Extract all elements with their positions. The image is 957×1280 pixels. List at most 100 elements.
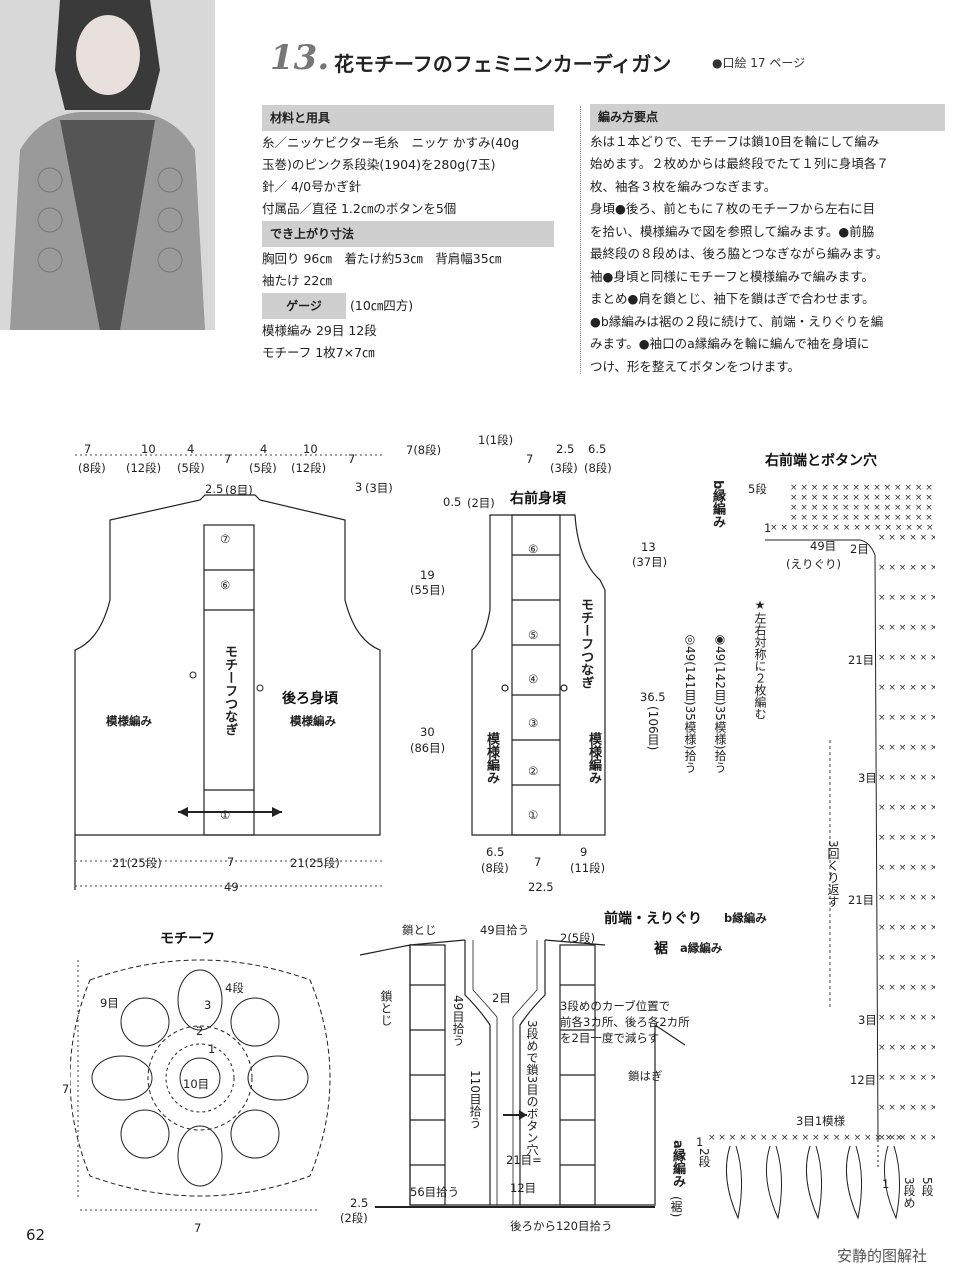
svg-text:× × × × × ×: × × × × × × bbox=[878, 623, 935, 633]
needle-line: 針／ 4/0号かぎ針 bbox=[262, 179, 362, 194]
pattern-number: 13. bbox=[270, 38, 330, 78]
edge-stitch-chart: × × × × × × × × × × × × × × × × × × × × … bbox=[765, 483, 935, 1170]
motif-num: ⑥ bbox=[528, 542, 539, 556]
motif-size-v: 7 bbox=[62, 1082, 70, 1096]
svg-text:× × × × × ×: × × × × × × bbox=[878, 683, 935, 693]
edging-label: 110目拾う bbox=[468, 1070, 482, 1129]
edging-label: 21目= bbox=[506, 1153, 542, 1167]
front-top-dim: 1(1段) bbox=[478, 433, 514, 447]
svg-text:× × × × × × × × × × × × × × ×: × × × × × × × × × × × × × × × × bbox=[790, 513, 935, 523]
motif-num: ③ bbox=[528, 716, 539, 730]
edging-label: を2目一度で減らす bbox=[560, 1031, 660, 1045]
motif-label: 1 bbox=[208, 1042, 216, 1056]
finished-line-2: 袖たけ 22㎝ bbox=[262, 273, 332, 288]
back-dim-top: 4 bbox=[187, 442, 195, 456]
page-reference: ●口絵 17 ページ bbox=[712, 56, 806, 70]
motif-label: 10目 bbox=[183, 1077, 210, 1091]
edging-label: 49目拾う bbox=[451, 995, 465, 1047]
svg-text:× × × × × ×: × × × × × × bbox=[878, 1013, 935, 1023]
chart-title: 右前端とボタン穴 bbox=[765, 453, 877, 469]
back-bottom-left: 21(25段) bbox=[112, 856, 162, 870]
svg-text:× × × × × × × × × × × × × × ×: × × × × × × × × × × × × × × × × × × bbox=[770, 523, 935, 533]
method-line: 袖●身頃と同様にモチーフと模様編みで編みます。 bbox=[590, 268, 874, 284]
edging-title2b: a縁編み bbox=[680, 941, 723, 955]
motif-size-h: 7 bbox=[194, 1221, 202, 1235]
motif-label: 9目 bbox=[100, 996, 119, 1010]
chart-a-bottom: 3段め bbox=[902, 1177, 916, 1209]
gauge-note: (10㎝四方) bbox=[349, 298, 414, 313]
motif-label: 2 bbox=[196, 1024, 204, 1038]
back-armhole-rows: (55目) bbox=[410, 583, 446, 597]
back-dim-top: 7 bbox=[84, 442, 92, 456]
chart-a-row: 2段 bbox=[697, 1148, 711, 1168]
back-neck-rows: (8目) bbox=[225, 483, 253, 497]
front-bottom: 6.5 bbox=[486, 845, 505, 859]
method-line: 枚、袖各３枚を編みつなぎます。 bbox=[590, 178, 777, 194]
back-dim-top: 7 bbox=[224, 452, 232, 466]
front-title: 右前身頃 bbox=[510, 491, 566, 507]
method-section: 編み方要点 糸は１本どりで、モチーフは鎖10目を輪にして編み 始めます。２枚めか… bbox=[590, 104, 945, 378]
motif-num: ④ bbox=[528, 672, 539, 686]
chart-a-sub: (裾) bbox=[669, 1196, 683, 1218]
method-heading: 編み方要点 bbox=[590, 104, 945, 131]
method-line: まとめ●肩を鎖とじ、袖下を鎖はぎで合わせます。 bbox=[590, 291, 875, 306]
back-dim-top: (5段) bbox=[249, 461, 277, 475]
back-shoulder-rows: (3目) bbox=[365, 481, 393, 495]
svg-text:× × × × × ×: × × × × × × bbox=[878, 713, 935, 723]
svg-text:× × × × × ×: × × × × × × bbox=[878, 1103, 935, 1113]
edging-outline bbox=[359, 939, 686, 1208]
svg-text:× × × × × ×: × × × × × × bbox=[878, 1073, 935, 1083]
column-divider bbox=[580, 106, 581, 374]
front-h2-rows: (106目) bbox=[646, 706, 660, 751]
front-bottom: (8段) bbox=[481, 861, 509, 875]
chart-count: 3目 bbox=[858, 1013, 877, 1027]
chart-bottom-label: 3目1模様 bbox=[796, 1114, 846, 1128]
edging-title2: 裾 bbox=[654, 941, 668, 957]
svg-text:× × × × × ×: × × × × × × bbox=[878, 893, 935, 903]
motif-label: 4段 bbox=[225, 981, 244, 995]
svg-text:× × × × × × × × × × × × × × ×: × × × × × × × × × × × × × × × × × × × bbox=[708, 1133, 903, 1143]
materials-heading: 材料と用具 bbox=[262, 105, 554, 131]
chart-rows5: 5段 bbox=[748, 482, 767, 496]
method-line: 最終段の８段めは、後ろ脇とつなぎながら編みます。 bbox=[590, 246, 889, 261]
gauge-line-2: モチーフ 1枚7×7㎝ bbox=[262, 345, 375, 360]
motif-num: ② bbox=[528, 764, 539, 778]
back-dim-top: (12段) bbox=[126, 461, 162, 475]
edging-label: 前各3カ所、後ろ各2カ所 bbox=[560, 1015, 690, 1029]
edging-label: (2段) bbox=[340, 1211, 368, 1225]
front-bottom: (11段) bbox=[570, 861, 606, 875]
svg-text:× × × × × ×: × × × × × × bbox=[878, 743, 935, 753]
svg-text:× × × × × ×: × × × × × × bbox=[878, 923, 935, 933]
yarn-line-2: 玉巻)のピンク系段染(1904)を280g(7玉) bbox=[262, 157, 496, 172]
back-dim-top: 7 bbox=[348, 452, 356, 466]
back-title: 後ろ身頃 bbox=[282, 691, 338, 707]
edging-label: 鎖とじ bbox=[402, 923, 437, 937]
front-h2: 36.5 bbox=[640, 690, 666, 704]
a-edging-chart: × × × × × × × × × × × × × × × × × × × bbox=[708, 1133, 903, 1220]
materials-section: 材料と用具 糸／ニッケビクター毛糸 ニッケ かすみ(40g 玉巻)のピンク系段染… bbox=[262, 104, 572, 364]
front-bottom: 9 bbox=[580, 845, 588, 859]
pickup-col2: ◉49(142目)35模様)拾う bbox=[713, 632, 727, 774]
edging-label: 3段めで鎖3目のボタン穴 bbox=[525, 1020, 539, 1156]
back-dim-top: (12段) bbox=[291, 461, 327, 475]
back-pattern-left: 模様編み bbox=[106, 714, 152, 728]
method-line: 始めます。２枚めからは最終段でたて１列に身頃各７ bbox=[590, 156, 889, 171]
svg-text:× × × × × × × × × × × × × × ×: × × × × × × × × × × × × × × × × bbox=[790, 483, 935, 493]
svg-text:× × × × × × × × × × × × × × ×: × × × × × × × × × × × × × × × × bbox=[790, 503, 935, 513]
pickup-col1: ◎49(141目)35模様)拾う bbox=[683, 632, 697, 774]
back-dim-top: 10 bbox=[141, 442, 156, 456]
front-top-dim: 2.5 bbox=[556, 442, 575, 456]
accessory-line: 付属品／直径 1.2㎝のボタンを5個 bbox=[262, 201, 457, 216]
yarn-line-1: 糸／ニッケビクター毛糸 ニッケ かすみ(40g bbox=[262, 135, 520, 150]
method-line: 糸は１本どりで、モチーフは鎖10目を輪にして編み bbox=[590, 133, 880, 149]
edging-label: 鎖とじ bbox=[379, 990, 393, 1026]
svg-text:× × × × × ×: × × × × × × bbox=[878, 803, 935, 813]
front-top-dim: 6.5 bbox=[588, 442, 607, 456]
back-width: 49 bbox=[224, 880, 239, 894]
svg-text:× × × × × × × × × × × × × × ×: × × × × × × × × × × × × × × × × bbox=[790, 493, 935, 503]
motif-title: モチーフ bbox=[160, 931, 216, 947]
front-h1-rows: (37目) bbox=[632, 555, 668, 569]
chart-a-edge: a縁編み bbox=[670, 1140, 685, 1188]
svg-text:× × × × × ×: × × × × × × bbox=[878, 1133, 935, 1143]
front-top-dim: (8段) bbox=[584, 461, 612, 475]
